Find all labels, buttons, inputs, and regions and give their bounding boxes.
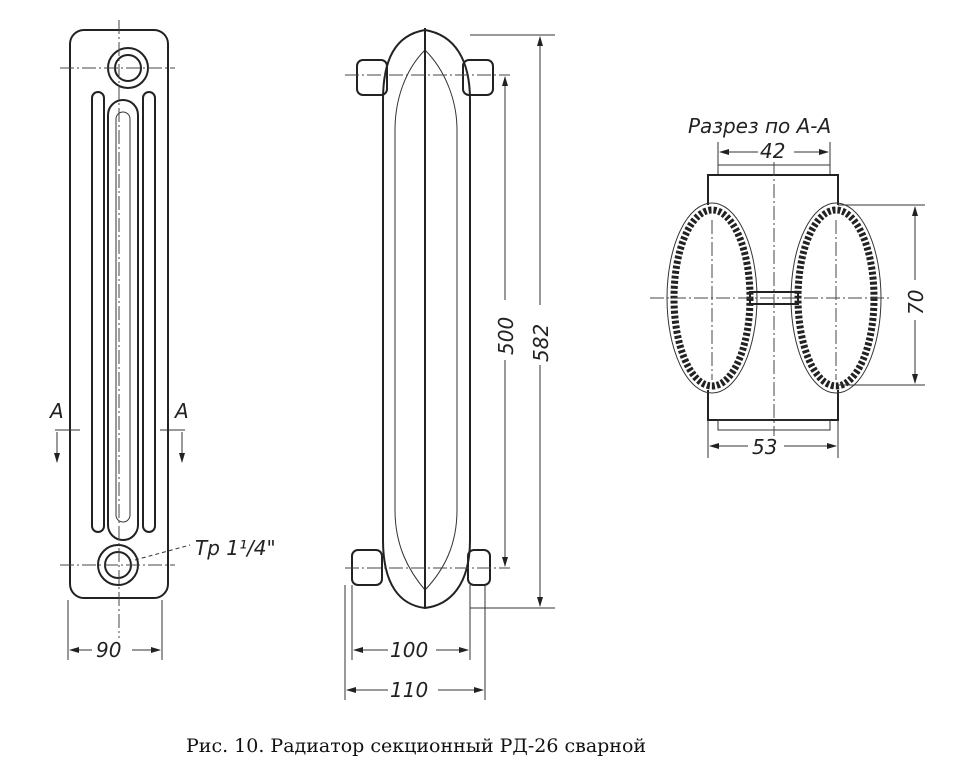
side-view [344, 28, 555, 700]
section-mark-right: A [173, 399, 189, 423]
outer-width-dim: 110 [390, 678, 428, 702]
section-top-dim: 42 [760, 139, 785, 163]
section-height-dim: 70 [904, 290, 928, 315]
section-title: Разрез по А-А [688, 114, 831, 138]
axis-distance-dim: 500 [494, 317, 518, 355]
pipe-label: Тр 1¹/4" [195, 536, 276, 560]
section-mark-left: A [48, 399, 64, 423]
front-width-dim: 90 [96, 638, 121, 662]
section-bottom-dim: 53 [752, 435, 777, 459]
section-view [650, 140, 925, 458]
figure-caption: Рис. 10. Радиатор секционный РД-26 сварн… [186, 735, 646, 757]
inner-width-dim: 100 [390, 638, 428, 662]
height-dim: 582 [529, 324, 553, 362]
front-view [54, 20, 191, 660]
